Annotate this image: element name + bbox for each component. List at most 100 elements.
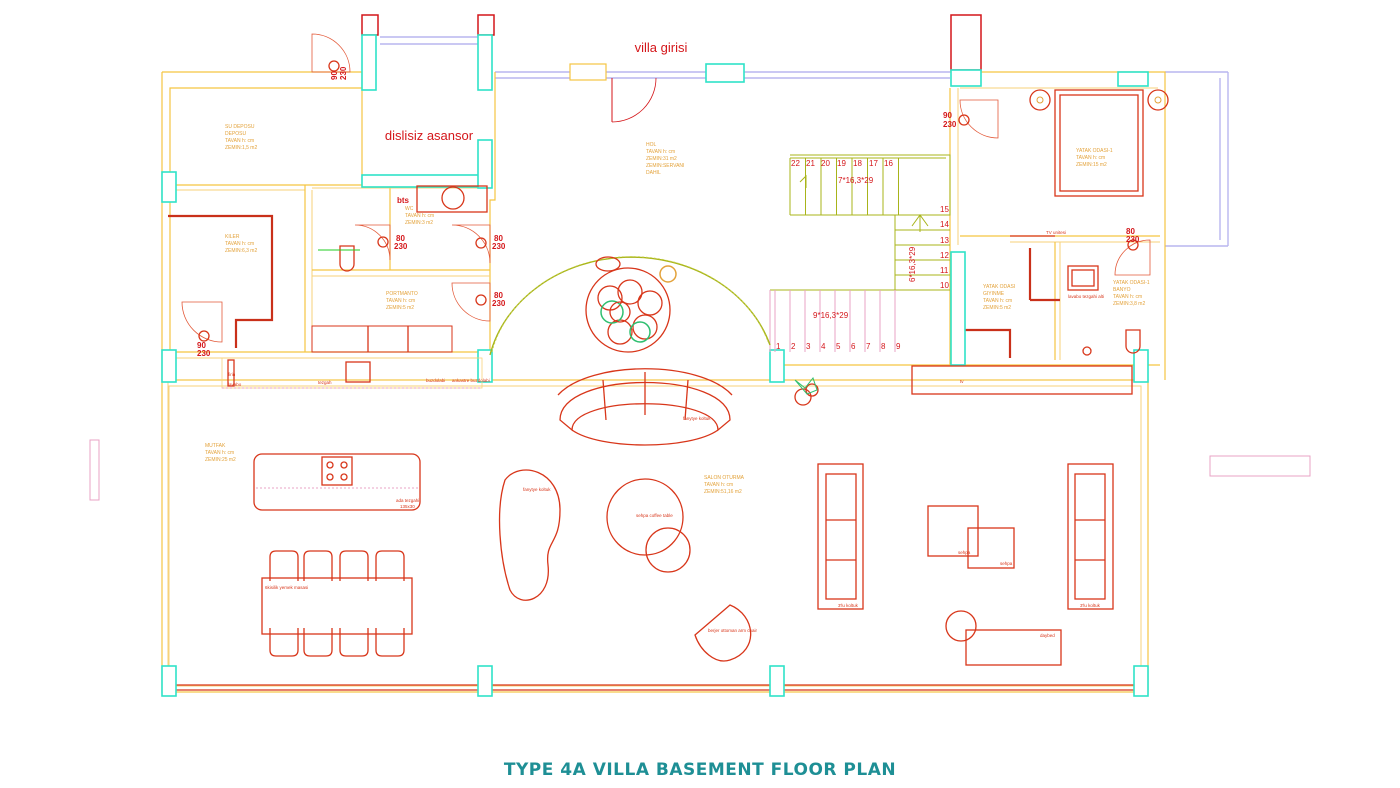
svg-text:HOL: HOL [646,142,657,148]
svg-text:TAVAN h: cm: TAVAN h: cm [225,241,254,247]
svg-text:18: 18 [853,159,862,168]
curved-sofa: fanytye koltuk [557,368,733,446]
dining-chair [375,628,405,657]
svg-text:TAVAN h: cm: TAVAN h: cm [704,482,733,488]
svg-text:1: 1 [776,342,781,351]
door-tag-width: 90 [330,71,339,80]
svg-text:135x30: 135x30 [400,504,415,509]
svg-text:ZEMIN:51,16 m2: ZEMIN:51,16 m2 [704,489,742,495]
round-dining-table [585,256,677,353]
plant [794,376,819,406]
room-note-bedroom: YATAK ODASI-1 TAVAN h: cm ZEMIN:15 m2 [1076,148,1113,168]
dining-chair [339,628,369,657]
stair-numbers-bottom: 1 2 3 4 5 6 7 8 9 [776,342,901,351]
coffee-table: sehpa coffee table [606,478,691,573]
door-tag-bathroom: 80 230 [1126,227,1140,251]
svg-text:17: 17 [869,159,878,168]
svg-text:buzdolabi: buzdolabi [426,378,445,383]
dining-table: 6kisilik yemek masasi [261,577,413,635]
door-tag-portmanto: 80 230 [475,291,506,308]
organic-sofa: fanytye koltuk [498,469,561,601]
svg-text:ZEMIN:5 m2: ZEMIN:5 m2 [983,305,1011,311]
pantry-walls [168,214,1060,358]
svg-text:TAVAN h: cm: TAVAN h: cm [983,298,1012,304]
room-note-kiler: KILER TAVAN h: cm ZEMIN:6,3 m2 [225,234,257,254]
svg-text:12: 12 [940,251,949,260]
door-tag-bedroom: 90 230 [943,111,970,129]
bathroom-fixtures: lavabo tezgahi alti [1067,265,1141,356]
svg-text:TAVAN h: cm: TAVAN h: cm [205,450,234,456]
interior-walls [170,88,1160,366]
arch-inner [491,256,769,353]
svg-text:4: 4 [821,342,826,351]
svg-text:lavabo tezgahi alti: lavabo tezgahi alti [1068,294,1104,299]
stair-dim-lower: 9*16,3*29 [813,311,849,320]
entrance-label: villa girisi [635,40,688,55]
svg-text:YATAK ODASI-1: YATAK ODASI-1 [1076,148,1113,154]
svg-text:MUTFAK: MUTFAK [205,443,226,449]
door-tag-height: 230 [394,242,408,251]
svg-text:PORTMANTO: PORTMANTO [386,291,418,297]
svg-text:TAVAN h: cm: TAVAN h: cm [1076,155,1105,161]
door-tag-pantry: 90 230 [197,330,211,358]
door-tag-width: 90 [943,111,952,120]
svg-text:YATAK ODASI: YATAK ODASI [983,284,1015,290]
daybed: daybed [945,610,1062,666]
room-note-salon: SALON OTURMA TAVAN h: cm ZEMIN:51,16 m2 [704,475,745,495]
svg-text:daybed: daybed [1040,633,1055,638]
svg-text:BANYO: BANYO [1113,287,1131,293]
svg-text:lavabo: lavabo [228,382,242,387]
stair-numbers-top: 22 21 20 19 18 17 16 [791,159,893,168]
tv-unit: tv [911,365,1133,395]
svg-text:3: 3 [806,342,811,351]
door-tag-entry-storage: 90 230 [328,60,348,80]
svg-text:ZEMIN:6,3 m2: ZEMIN:6,3 m2 [225,248,257,254]
door-tag-width: 80 [396,234,405,243]
portmanto-cabinet [311,325,453,353]
dining-chair [339,550,369,581]
stair-numbers-right: 10 11 12 13 14 15 [940,205,949,290]
room-note-mutfak: MUTFAK TAVAN h: cm ZEMIN:25 m2 [205,443,236,463]
door-tag-height: 230 [492,242,506,251]
svg-text:7: 7 [866,342,871,351]
sofa-right-2: 3'lu koltuk [1067,463,1114,610]
svg-text:WC: WC [405,206,414,212]
plan-caption: TYPE 4A VILLA BASEMENT FLOOR PLAN [503,760,897,780]
armchair: berjer ottoman arm chair [694,604,758,662]
dining-chair [269,550,299,581]
room-note-hol: HOL TAVAN h: cm ZEMIN:31 m2 ZEMIN:SERVAN… [646,142,684,176]
svg-text:14: 14 [940,220,949,229]
svg-text:15: 15 [940,205,949,214]
svg-text:YATAK ODASI-1: YATAK ODASI-1 [1113,280,1150,286]
svg-text:fanytye koltuk: fanytye koltuk [683,416,711,421]
structural-columns [161,14,1149,697]
side-tables: sehpa sehpa [927,505,1015,569]
door-tag-height: 230 [197,349,211,358]
svg-text:SU DEPOSU: SU DEPOSU [225,124,255,130]
svg-text:ZEMIN:1,5 m2: ZEMIN:1,5 m2 [225,145,257,151]
svg-text:fanytye koltuk: fanytye koltuk [523,487,551,492]
svg-text:5: 5 [836,342,841,351]
room-note-bathroom: YATAK ODASI-1 BANYO TAVAN h: cm ZEMIN:3,… [1113,280,1150,307]
door-swings [181,33,1151,343]
room-note-su-deposu: SU DEPOSU DEPOSU TAVAN h: cm ZEMIN:1,5 m… [225,124,257,151]
door-tag-wc: 80 230 [377,234,408,251]
door-tag-width: 80 [494,234,503,243]
svg-text:ZEMIN:15 m2: ZEMIN:15 m2 [1076,162,1107,168]
door-tag-width: 90 [197,341,206,350]
svg-text:TAVAN h: cm: TAVAN h: cm [1113,294,1142,300]
arch-wall [489,256,771,356]
svg-text:sehpa: sehpa [1000,561,1013,566]
svg-text:16: 16 [884,159,893,168]
stair-dim-upper: 7*16,3*29 [838,176,874,185]
door-tag-height: 230 [1126,235,1140,244]
door-tag-hall: 80 230 [475,234,506,251]
bedroom-furniture [1029,89,1169,197]
svg-text:sehpa: sehpa [958,550,971,555]
staircase [769,154,951,352]
elevator-label: dislisiz asansor [385,128,474,143]
svg-text:tv: tv [960,379,964,384]
dining-chair [303,628,333,657]
svg-text:TAVAN h: cm: TAVAN h: cm [386,298,415,304]
